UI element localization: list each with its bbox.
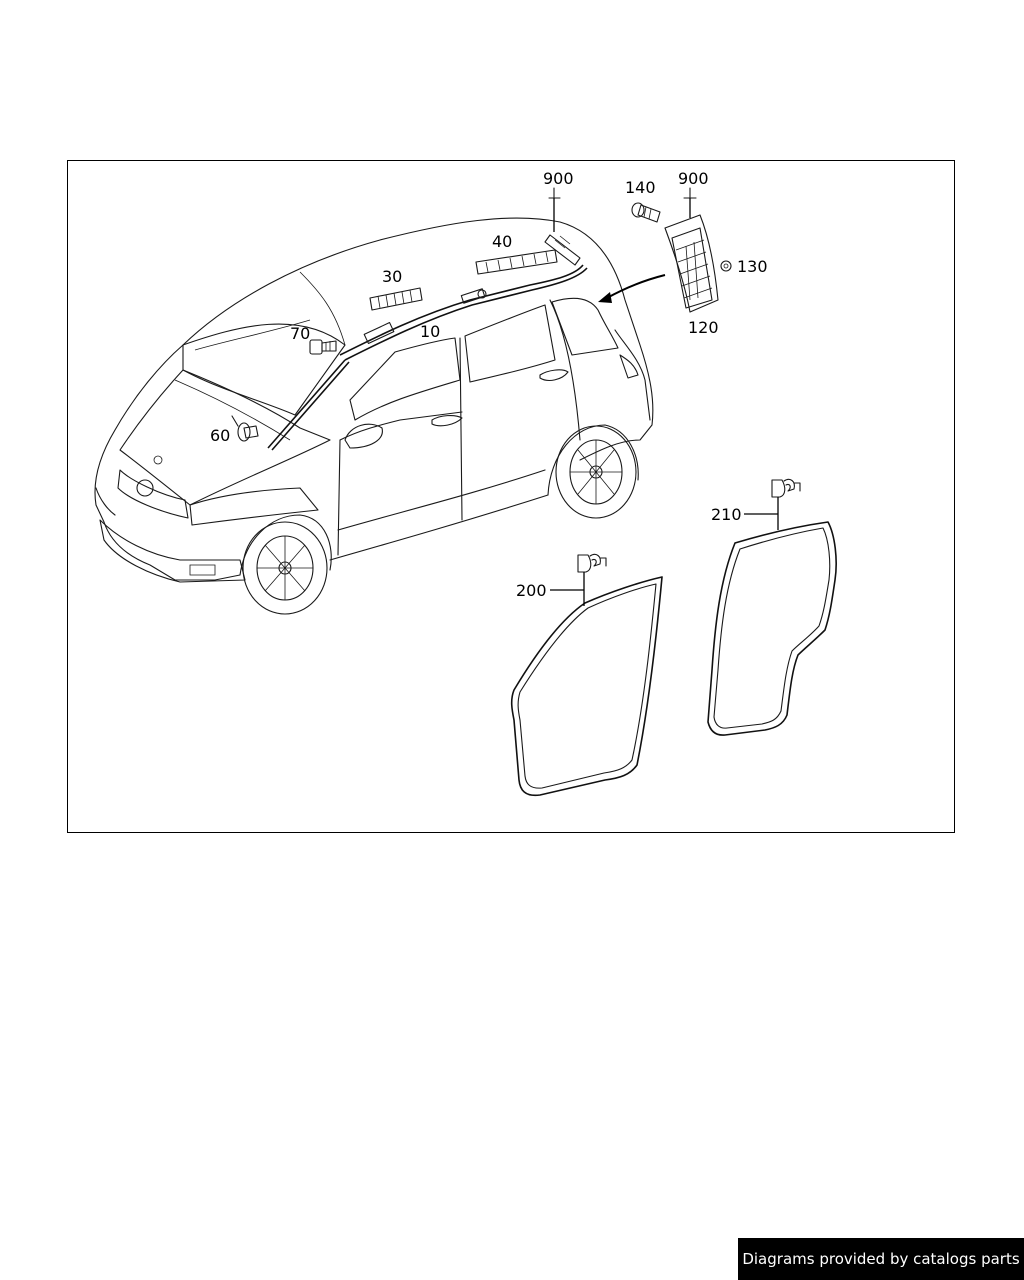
callout-140: 140 bbox=[625, 178, 656, 197]
front-wheel bbox=[239, 514, 332, 615]
callout-60: 60 bbox=[210, 426, 230, 445]
bolt-part-140 bbox=[631, 202, 661, 223]
callout-30: 30 bbox=[382, 267, 402, 286]
window-airbag-part-10 bbox=[339, 234, 588, 361]
diagram-frame bbox=[67, 160, 955, 833]
callout-900-b: 900 bbox=[678, 169, 709, 188]
callout-200: 200 bbox=[516, 581, 547, 600]
callout-900-a: 900 bbox=[543, 169, 574, 188]
side-mirror bbox=[344, 423, 383, 449]
quarter-window bbox=[551, 297, 619, 356]
bolt-part-70 bbox=[309, 339, 337, 355]
assembly-arrow bbox=[606, 274, 666, 299]
footer-credit-text: Diagrams provided by catalogs parts bbox=[742, 1250, 1020, 1268]
car-body-outline bbox=[182, 217, 654, 461]
hood bbox=[119, 369, 331, 506]
front-door-seal-part-200 bbox=[510, 553, 663, 797]
car-illustration bbox=[94, 217, 654, 615]
callout-130: 130 bbox=[737, 257, 768, 276]
callout-120: 120 bbox=[688, 318, 719, 337]
clip-part-130 bbox=[720, 260, 732, 272]
rear-wheel bbox=[547, 424, 639, 519]
fastener-part-900-b bbox=[683, 187, 697, 199]
trim-strip-part-40 bbox=[475, 249, 558, 275]
emblem bbox=[136, 479, 154, 497]
footer-credit-banner: Diagrams provided by catalogs parts bbox=[738, 1238, 1024, 1280]
trim-strip-part-30 bbox=[369, 287, 423, 311]
callout-40: 40 bbox=[492, 232, 512, 251]
front-bumper bbox=[99, 519, 246, 583]
callout-210: 210 bbox=[711, 505, 742, 524]
fastener-part-900-a bbox=[548, 187, 561, 199]
rear-door-seal-part-210 bbox=[707, 478, 837, 736]
callout-70: 70 bbox=[290, 324, 310, 343]
callout-10: 10 bbox=[420, 322, 440, 341]
a-pillar-airbag-strip bbox=[267, 359, 346, 449]
front-side-window bbox=[349, 337, 461, 421]
grille bbox=[117, 469, 189, 519]
screw-part-60 bbox=[231, 415, 259, 442]
module-part-120 bbox=[664, 214, 719, 313]
windshield bbox=[182, 323, 346, 416]
rear-side-window bbox=[464, 304, 556, 383]
